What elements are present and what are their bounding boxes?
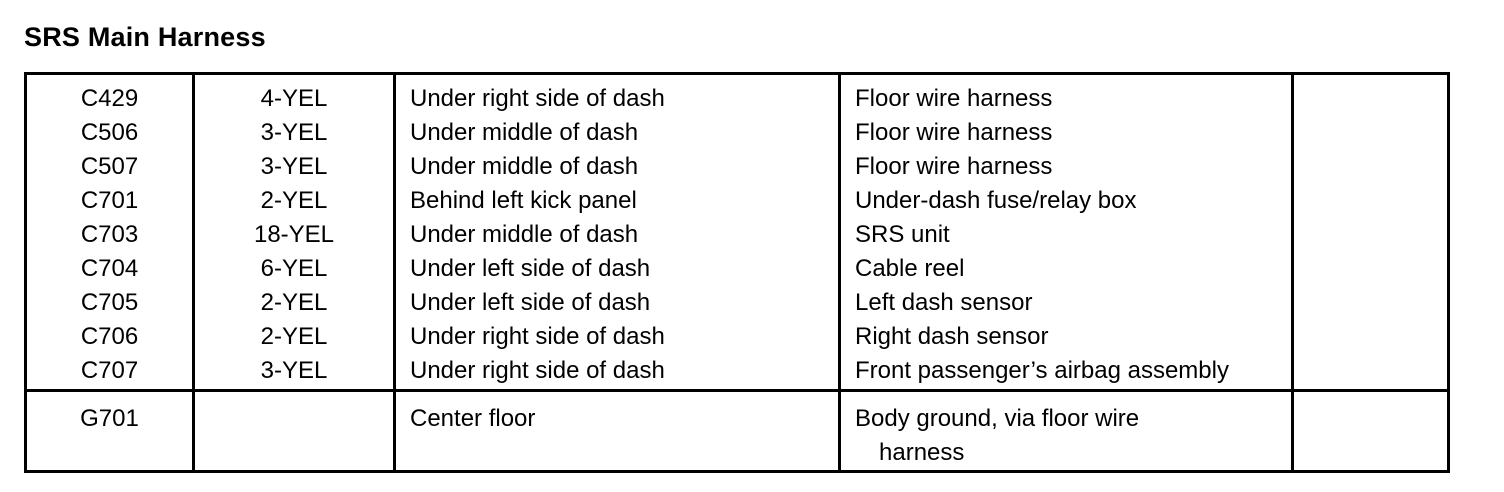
connector-location: Under middle of dash xyxy=(410,221,639,248)
connector-cavities-color: 4-YEL xyxy=(260,85,328,112)
ground-code: G701 xyxy=(80,405,139,432)
column-divider-3-ground xyxy=(838,392,841,470)
ground-connects-to-line1: Body ground, via floor wire xyxy=(855,405,1140,432)
connector-location: Under right side of dash xyxy=(410,323,665,350)
connector-location: Under left side of dash xyxy=(410,255,651,282)
connector-cavities-color: 2-YEL xyxy=(260,323,328,350)
table-row: C704 6-YEL Under left side of dash Cable… xyxy=(27,252,1447,286)
column-divider-1-ground xyxy=(192,392,195,470)
connector-location: Under left side of dash xyxy=(410,289,651,316)
connector-code: C701 xyxy=(80,187,139,214)
table-row: C701 2-YEL Behind left kick panel Under-… xyxy=(27,184,1447,218)
connector-location: Under right side of dash xyxy=(410,85,665,112)
connector-code: C705 xyxy=(80,289,139,316)
connector-location: Under right side of dash xyxy=(410,357,665,384)
table-row: C705 2-YEL Under left side of dash Left … xyxy=(27,286,1447,320)
connector-location: Behind left kick panel xyxy=(410,187,637,214)
connector-code: C507 xyxy=(80,153,139,180)
connector-code: C429 xyxy=(80,85,139,112)
column-divider-3 xyxy=(838,75,841,389)
connector-connects-to: SRS unit xyxy=(855,221,950,248)
connector-rows-group: C429 4-YEL Under right side of dash Floo… xyxy=(27,75,1447,392)
connector-connects-to: Front passenger’s airbag assembly xyxy=(855,357,1229,384)
connector-cavities-color: 2-YEL xyxy=(260,289,328,316)
connector-connects-to: Floor wire harness xyxy=(855,119,1053,146)
connector-row-list: C429 4-YEL Under right side of dash Floo… xyxy=(27,75,1447,388)
connector-connects-to: Floor wire harness xyxy=(855,85,1053,112)
connector-connects-to: Under-dash fuse/relay box xyxy=(855,187,1137,214)
ground-connects-to-line2: harness xyxy=(879,439,965,466)
connector-connects-to: Floor wire harness xyxy=(855,153,1053,180)
connector-cavities-color: 3-YEL xyxy=(260,153,328,180)
column-divider-4 xyxy=(1291,75,1294,389)
table-row: C706 2-YEL Under right side of dash Righ… xyxy=(27,320,1447,354)
column-divider-2-ground xyxy=(393,392,396,470)
connector-code: C704 xyxy=(80,255,139,282)
table-row: C429 4-YEL Under right side of dash Floo… xyxy=(27,82,1447,116)
connector-cavities-color: 3-YEL xyxy=(260,357,328,384)
table-row: C507 3-YEL Under middle of dash Floor wi… xyxy=(27,150,1447,184)
column-divider-2 xyxy=(393,75,396,389)
ground-location: Center floor xyxy=(410,405,536,432)
connector-code: C707 xyxy=(80,357,139,384)
ground-row-list: G701 Center floor Body ground, via floor… xyxy=(27,392,1447,470)
ground-connects-to: Body ground, via floor wire harness xyxy=(855,402,1139,470)
column-divider-1 xyxy=(192,75,195,389)
column-divider-4-ground xyxy=(1291,392,1294,470)
table-row: C703 18-YEL Under middle of dash SRS uni… xyxy=(27,218,1447,252)
connector-cavities-color: 18-YEL xyxy=(253,221,335,248)
connector-cavities-color: 3-YEL xyxy=(260,119,328,146)
table-row: C506 3-YEL Under middle of dash Floor wi… xyxy=(27,116,1447,150)
connector-connects-to: Left dash sensor xyxy=(855,289,1033,316)
connector-cavities-color: 2-YEL xyxy=(260,187,328,214)
table-row: C707 3-YEL Under right side of dash Fron… xyxy=(27,354,1447,388)
ground-rows-group: G701 Center floor Body ground, via floor… xyxy=(27,392,1447,470)
connector-cavities-color: 6-YEL xyxy=(260,255,328,282)
connector-location: Under middle of dash xyxy=(410,153,639,180)
connector-location: Under middle of dash xyxy=(410,119,639,146)
table-row: G701 Center floor Body ground, via floor… xyxy=(27,402,1447,470)
page-title: SRS Main Harness xyxy=(24,22,266,52)
connector-code: C703 xyxy=(80,221,139,248)
harness-table: C429 4-YEL Under right side of dash Floo… xyxy=(24,72,1450,473)
connector-connects-to: Cable reel xyxy=(855,255,965,282)
connector-code: C506 xyxy=(80,119,139,146)
connector-connects-to: Right dash sensor xyxy=(855,323,1049,350)
connector-code: C706 xyxy=(80,323,139,350)
